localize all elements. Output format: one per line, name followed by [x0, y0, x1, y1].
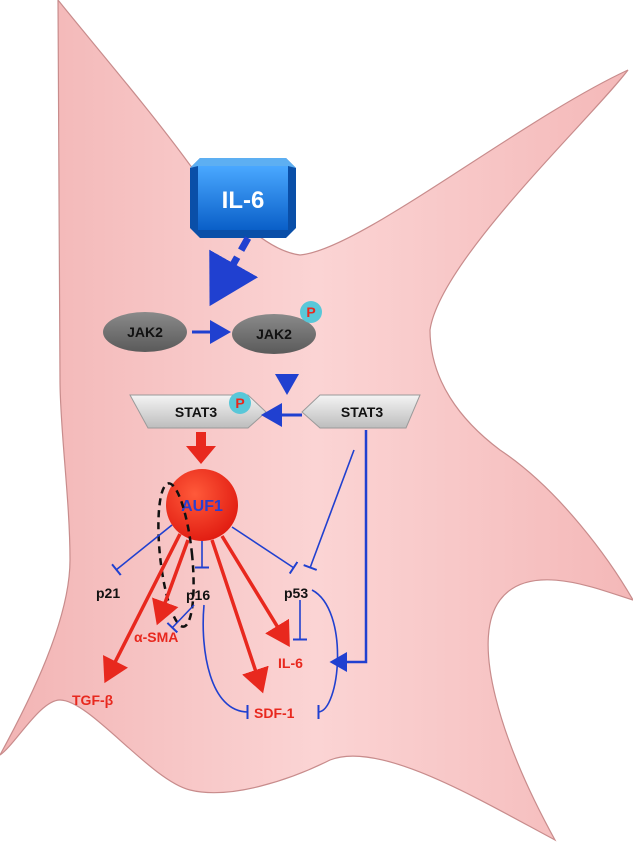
p16-inhibits-sdf1	[202, 604, 249, 720]
tgf-beta-label: TGF-β	[72, 692, 114, 708]
p53-label: p53	[284, 585, 308, 601]
stat3-to-auf1-arrow	[186, 432, 216, 464]
p16-label: p16	[186, 587, 210, 603]
auf1-activates-alpha-sma	[152, 539, 190, 626]
stat3-phosphorylated: STAT3 P	[129, 392, 267, 429]
sdf1-label: SDF-1	[254, 705, 295, 721]
il6-to-jak2-arrow	[209, 236, 259, 307]
phospho-mark-stat3: P	[235, 395, 244, 411]
auf1-inhibits-p21	[111, 524, 173, 576]
auf1-activates-sdf1	[210, 539, 269, 694]
jak2-unphosphorylated: JAK2	[103, 312, 187, 352]
alpha-sma-label: α-SMA	[134, 629, 178, 645]
auf1-inhibits-p53	[231, 526, 299, 575]
jak2-label-1: JAK2	[127, 324, 163, 340]
auf1-label: AUF1	[181, 498, 223, 515]
il6-ligand-label: IL-6	[222, 187, 265, 214]
stat3-label-1: STAT3	[175, 404, 217, 420]
stat3-label-2: STAT3	[341, 404, 383, 420]
phospho-badge-stat3	[229, 392, 251, 414]
jak2-phosphorylated: JAK2 P	[232, 301, 322, 354]
auf1-hub: AUF1	[166, 469, 238, 541]
p53-inhibits-sdf1	[311, 589, 339, 720]
stat3-unphosphorylated: STAT3	[301, 394, 421, 429]
auf1-feedback-loop	[157, 482, 195, 628]
phospho-badge	[300, 301, 322, 323]
phospho-mark-jak2: P	[306, 304, 315, 320]
p16-inhibits-alpha-sma	[166, 604, 195, 634]
il6-ligand: IL-6	[190, 158, 296, 238]
il6-target-label: IL-6	[278, 655, 303, 671]
stat3-activates-il6	[329, 430, 368, 672]
auf1-activates-tgf-beta	[103, 533, 182, 684]
p21-label: p21	[96, 585, 120, 601]
jak2-label-2: JAK2	[256, 326, 292, 342]
stat3-inhibits-p53	[303, 449, 355, 571]
auf1-activates-il6	[220, 535, 290, 647]
